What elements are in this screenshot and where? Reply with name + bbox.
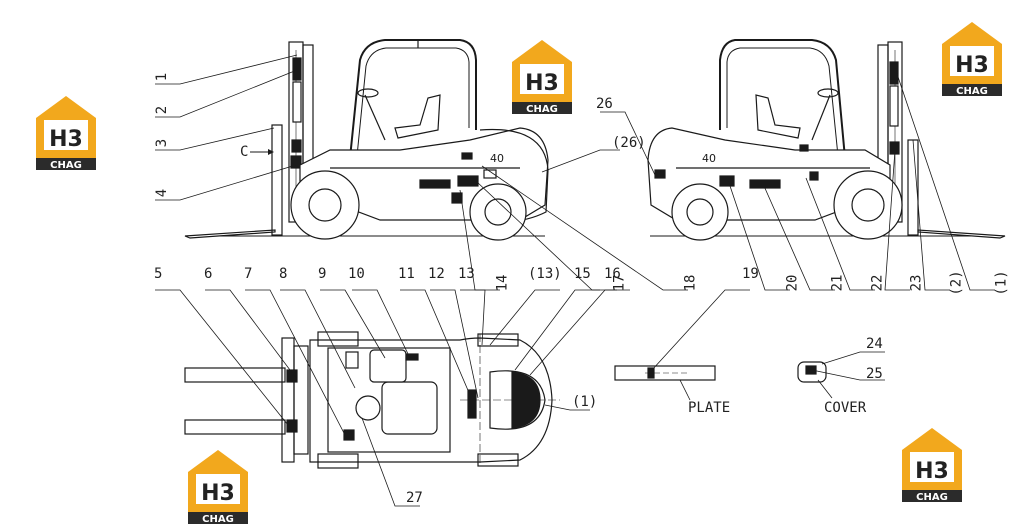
- callout-2-paren: (2): [949, 270, 965, 295]
- callout-3: 3: [154, 139, 170, 147]
- callout-6: 6: [204, 266, 212, 282]
- callout-24: 24: [866, 336, 883, 352]
- forklift-right-side-view: 40: [647, 39, 1006, 241]
- svg-text:CHAG: CHAG: [202, 514, 234, 525]
- forklift-top-view: [184, 331, 560, 469]
- callout-26-paren: (26): [612, 135, 646, 151]
- leader-lines: [155, 54, 995, 507]
- svg-text:CHAG: CHAG: [526, 104, 558, 115]
- svg-text:40: 40: [490, 152, 504, 165]
- view-arrow-c: C: [240, 144, 274, 160]
- cover-detail: [797, 361, 833, 399]
- callout-8: 8: [279, 266, 287, 282]
- callout-22: 22: [869, 275, 885, 292]
- callout-18: 18: [682, 275, 698, 292]
- forklift-left-side-view: 40: [184, 39, 549, 241]
- callout-17: 17: [611, 275, 627, 292]
- callout-13: 13: [458, 266, 475, 282]
- svg-text:H3: H3: [915, 459, 949, 484]
- callout-12: 12: [428, 266, 445, 282]
- callout-5: 5: [154, 266, 162, 282]
- plate-caption: PLATE: [688, 400, 730, 416]
- callout-25: 25: [866, 366, 883, 382]
- svg-text:CHAG: CHAG: [916, 492, 948, 503]
- callout-16: 16: [604, 266, 621, 282]
- callout-7: 7: [244, 266, 252, 282]
- callout-14: 14: [494, 275, 510, 292]
- callout-1-paren-top: (1): [994, 270, 1010, 295]
- cover-caption: COVER: [824, 400, 867, 416]
- svg-text:CHAG: CHAG: [956, 86, 988, 97]
- svg-text:C: C: [240, 144, 248, 160]
- svg-text:H3: H3: [525, 71, 559, 96]
- brand-logo: H3 CHAG: [902, 428, 962, 503]
- callout-9: 9: [318, 266, 326, 282]
- plate-detail: [614, 365, 716, 401]
- brand-logo: H3 CHAG: [512, 40, 572, 115]
- svg-text:H3: H3: [49, 127, 83, 152]
- callout-15: 15: [574, 266, 591, 282]
- brand-logo: H3 CHAG: [188, 450, 248, 525]
- callout-labels: 1 2 3 4 26 (26) 14 17 18 20 21 22 23 (2)…: [154, 73, 1010, 506]
- callout-26: 26: [596, 96, 613, 112]
- callout-10: 10: [348, 266, 365, 282]
- callout-2: 2: [154, 106, 170, 114]
- brand-logo: H3 CHAG: [942, 22, 1002, 97]
- callout-20: 20: [784, 275, 800, 292]
- callout-1: 1: [154, 73, 170, 81]
- callout-23: 23: [908, 275, 924, 292]
- callout-27: 27: [406, 490, 423, 506]
- callout-4: 4: [154, 189, 170, 197]
- callout-13-paren: (13): [528, 266, 562, 282]
- svg-text:CHAG: CHAG: [50, 160, 82, 171]
- svg-text:H3: H3: [201, 481, 235, 506]
- callout-1-paren: (1): [572, 394, 597, 410]
- callout-11: 11: [398, 266, 415, 282]
- brand-logo: H3 CHAG: [36, 96, 96, 171]
- callout-21: 21: [829, 275, 845, 292]
- callout-19: 19: [742, 266, 759, 282]
- svg-text:40: 40: [702, 152, 716, 165]
- svg-text:H3: H3: [955, 53, 989, 78]
